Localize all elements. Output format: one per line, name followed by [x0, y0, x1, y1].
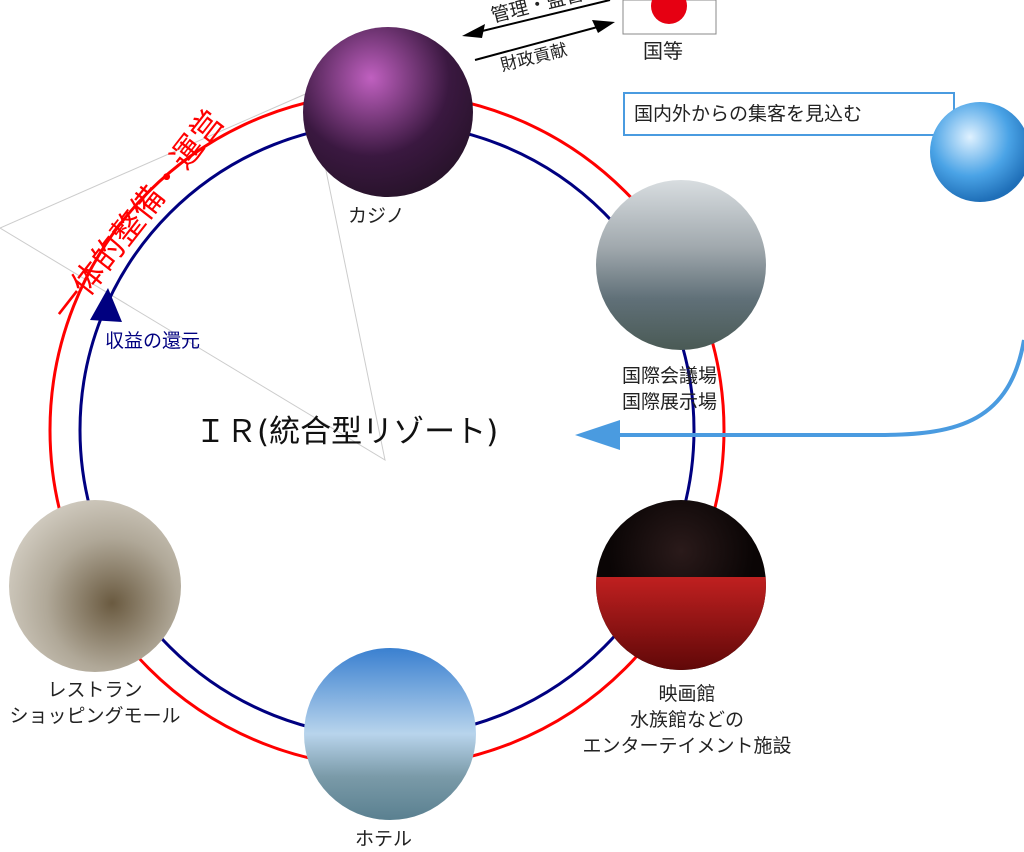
cinema-photo — [596, 500, 766, 670]
facility-label-entertainment: 映画館水族館などのエンターテイメント施設 — [582, 683, 792, 757]
convention-photo — [596, 180, 766, 350]
casino-photo — [303, 27, 473, 197]
visitors-label: 国内外からの集客を見込む — [634, 103, 863, 125]
visitor-arrow-head — [575, 420, 620, 450]
visitors-box — [623, 92, 955, 136]
revenue-label: 収益の還元 — [105, 330, 201, 352]
government-label: 国等 — [643, 39, 683, 63]
revenue-arrow-head — [90, 288, 122, 322]
globe-icon — [930, 102, 1024, 202]
facility-label-casino: カジノ — [348, 205, 405, 227]
facility-label-restaurant: レストランショッピングモール — [9, 679, 181, 727]
ir-title: ＩＲ(統合型リゾート) — [195, 414, 499, 450]
visitor-arrow — [610, 339, 1024, 437]
hotel-photo — [304, 648, 476, 820]
faint-triangle — [0, 91, 386, 462]
restaurant-photo — [9, 500, 181, 672]
facility-label-hotel: ホテル — [355, 828, 413, 850]
facility-label-convention: 国際会議場国際展示場 — [622, 365, 718, 413]
